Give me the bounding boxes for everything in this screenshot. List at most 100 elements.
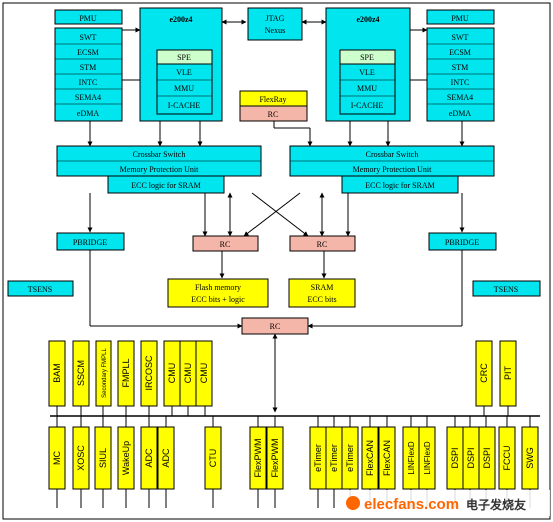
bottom-periph-label: DSPI [450,447,460,468]
core-right-item: MMU [357,84,377,93]
core-right-spe-box [339,49,396,65]
pbridge-left-box [56,232,125,251]
bottom-periph-label: eTimer [313,444,323,472]
flexray-label: FlexRay [259,95,286,104]
bottom-periph-box [72,426,90,490]
left-periph-item: eDMA [77,109,99,118]
left-periph-item: STM [80,63,96,72]
bottom-periph-box [249,426,267,490]
bottom-peripheral-row: MC XOSC SIUL WakeUp ADC ADC CTU FlexPWM … [48,426,539,490]
crossbar-left: Crossbar Switch Memory Protection Unit E… [56,145,262,194]
core-left: e200z4 SPE VLE MMU I-CACHE [139,7,223,122]
bottom-periph-box [266,426,284,490]
left-periph-item: ECSM [77,48,99,57]
tsens-right-label: TSENS [494,285,518,294]
top-peripheral-row: BAM SSCM Secondary FMPLL FMPLL IRCOSC CM… [48,340,517,407]
sram-line1: SRAM [311,283,334,292]
bottom-periph-label: MC [52,451,62,465]
watermark: elecfans.com 电子发烧友 [340,490,550,516]
right-periph-item: ECSM [449,48,471,57]
crossbar-left-ecc-box [107,175,225,194]
crossbar-right-ecc-box [341,175,459,194]
top-periph-label: CRC [479,363,489,383]
flash-memory-box [167,278,269,308]
jtag-box [247,7,303,41]
bottom-periph-box [48,426,66,490]
core-right: e200z4 SPE VLE MMU I-CACHE [325,7,411,122]
rc-right-label: RC [317,240,328,249]
core-left-title: e200z4 [169,15,192,24]
bottom-periph-label: ADC [144,448,154,468]
pmu-left-label: PMU [79,14,97,23]
crossbar-left-ecc: ECC logic for SRAM [131,181,201,190]
sram: SRAM ECC bits [288,278,356,308]
top-periph-label: IRCOSC [144,355,154,391]
top-periph-box [48,340,66,407]
left-periph-item: INTC [79,78,98,87]
bottom-periph-label: eTimer [329,444,339,472]
bottom-periph-label: LINFlexD [423,441,432,475]
flash-memory-line1: Flash memory [195,283,241,292]
bottom-periph-label: ADC [161,448,171,468]
crossbar-right-title: Crossbar Switch [366,150,419,159]
top-periph-label: Secondary FMPLL [102,347,108,397]
tsens-right: TSENS [472,280,541,297]
bottom-periph-label: DSPI [482,447,492,468]
core-left-item: I-CACHE [168,101,201,110]
bottom-periph-box [378,426,396,490]
right-periph-container [426,27,495,122]
top-periph-label: FMPLL [121,358,131,387]
watermark-cn: 电子发烧友 [466,497,526,512]
jtag-line1: JTAG [266,14,285,23]
top-periph-label: CMU [183,363,193,384]
bottom-periph-label: XOSC [76,445,86,471]
bottom-periph-label: FCCU [502,446,512,471]
pmu-left-box [54,9,123,25]
top-periph-label: BAM [52,363,62,383]
core-left-item: VLE [176,68,192,77]
core-right-title: e200z4 [356,15,379,24]
left-peripheral-stack: PMU SWT ECSM STM INTC SEMA4 eDMA [54,9,123,122]
flexray-rc-box [239,105,308,122]
pbridge-left: PBRIDGE [56,232,125,251]
right-peripheral-stack: PMU SWT ECSM STM INTC SEMA4 eDMA [426,9,495,122]
jtag-line2: Nexus [265,26,285,35]
crossbar-left-mpu: Memory Protection Unit [120,165,199,174]
jtag-block: JTAG Nexus [247,7,303,41]
top-periph-label: CMU [199,363,209,384]
top-periph-box [499,340,517,407]
top-periph-box [140,340,158,407]
tsens-right-box [472,280,541,297]
left-periph-item: SEMA4 [75,93,101,102]
bottom-periph-label: FlexPWM [253,439,263,478]
top-periph-label: SSCM [76,360,86,386]
bottom-periph-box [204,426,222,490]
core-right-item: VLE [359,68,375,77]
rc-center-label: RC [270,322,281,331]
rc-right: RC [289,235,356,252]
bottom-periph-box [498,426,516,490]
bottom-periph-label: FlexCAN [365,440,375,476]
pbridge-right-label: PBRIDGE [445,238,479,247]
bottom-periph-label: LINFlexD [407,441,416,475]
top-periph-box [117,340,135,407]
bottom-periph-label: eTimer [345,444,355,472]
bottom-periph-box [521,426,539,490]
core-left-spe: SPE [177,53,191,62]
bottom-periph-label: DSPI [466,447,476,468]
rc-left-box [192,235,259,252]
crossbar-left-title: Crossbar Switch [133,150,186,159]
bottom-periph-label: CTU [208,449,218,468]
top-periph-box [475,340,493,407]
flexray-block: FlexRay RC [239,90,308,122]
tsens-left: TSENS [7,280,74,297]
sram-line2: ECC bits [307,295,336,304]
right-periph-item: STM [452,63,468,72]
watermark-logo-icon [346,496,360,510]
right-periph-item: eDMA [449,109,471,118]
top-periph-label: PIT [503,366,513,381]
right-periph-item: INTC [451,78,470,87]
bottom-periph-label: SWG [525,447,535,469]
